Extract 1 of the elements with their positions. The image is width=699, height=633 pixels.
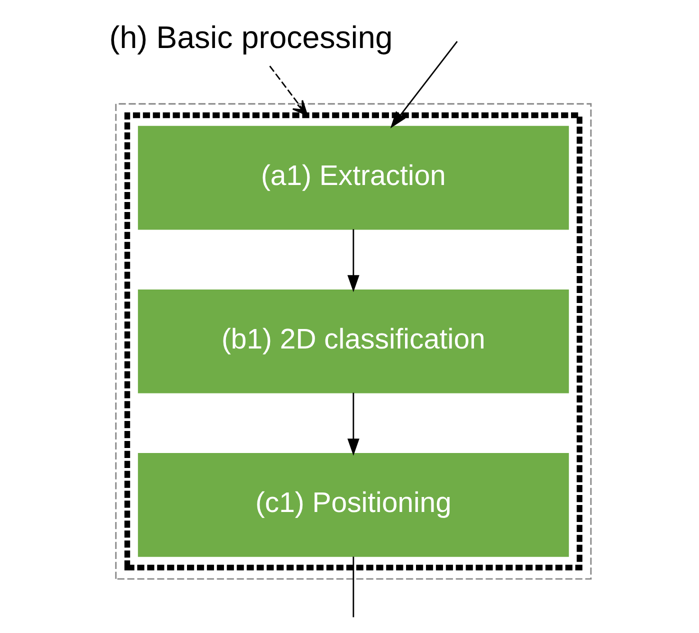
node-text: (h) Basic processing (109, 20, 393, 55)
